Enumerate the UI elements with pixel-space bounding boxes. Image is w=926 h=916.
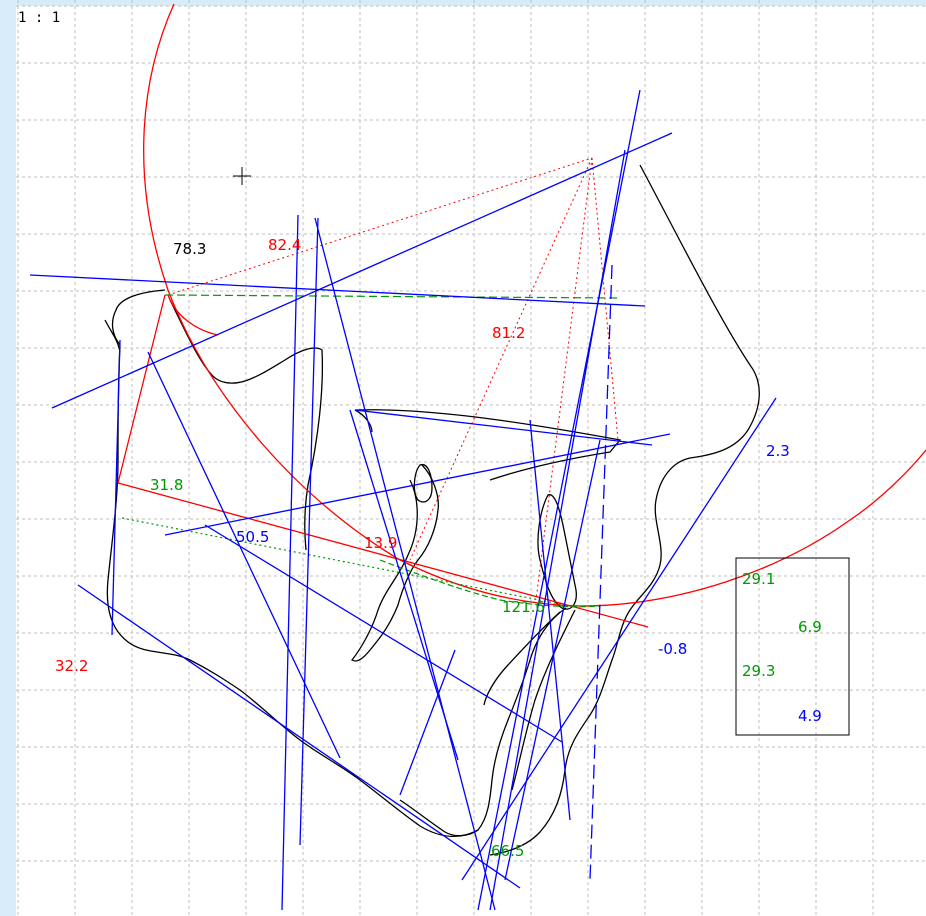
facial-profile-line (461, 397, 777, 881)
box-value-29-1: 29.1 (742, 570, 775, 588)
mandibular-plane-blue (77, 584, 521, 889)
incisor-axis-2 (399, 649, 456, 796)
facial-axis (314, 217, 496, 911)
palatal-outline (354, 409, 622, 481)
scale-label: 1 : 1 (18, 10, 60, 26)
box-value-29-3: 29.3 (742, 662, 775, 680)
angle-label-66-5: 66.5 (491, 842, 524, 860)
dotted-top-to-chin (535, 157, 593, 601)
top-panel-edge (0, 0, 926, 6)
blue-reference-lines (29, 89, 777, 911)
angle-label-minus-0-8: -0.8 (658, 640, 687, 658)
sn-to-point (117, 294, 166, 484)
mandibular-plane-red (117, 482, 649, 628)
incisor-axis-blue (349, 409, 459, 761)
vertical-n-line (111, 339, 121, 636)
vertical-dashed-blue (589, 264, 613, 881)
lower-incisor-axis (529, 419, 571, 821)
angle-label-78-3: 78.3 (173, 240, 206, 258)
left-panel-edge (0, 0, 16, 916)
y-axis-line (477, 89, 641, 911)
crosshair-cursor-icon (233, 167, 251, 185)
diagonal-s-to-gnathion (147, 351, 341, 759)
facial-arc (143, 3, 926, 607)
angle-label-2-3: 2.3 (766, 442, 790, 460)
incisor-upper-outline (413, 463, 433, 503)
angle-label-32-2: 32.2 (55, 657, 88, 675)
box-value-6-9: 6.9 (798, 618, 822, 636)
mandible-lower-outline (399, 799, 479, 837)
angle-label-31-8: 31.8 (150, 476, 183, 494)
angle-label-82-4: 82.4 (268, 236, 301, 254)
values-box (735, 557, 850, 736)
dotted-s-to-top (167, 157, 593, 296)
angle-label-121-6: 121.6 (502, 598, 545, 616)
dotted-top-to-point (591, 157, 619, 441)
chin-outline (483, 609, 576, 791)
angle-label-81-2: 81.2 (492, 324, 525, 342)
sn-blue-line (51, 132, 673, 409)
vertical-b-line (299, 217, 319, 846)
red-construction (117, 3, 926, 628)
ramus-line-blue (204, 524, 563, 743)
angle-label-13-9: 13.9 (364, 534, 397, 552)
vertical-a-line (281, 214, 299, 911)
soft-tissue-profile (489, 164, 760, 856)
chin-tangent (504, 439, 601, 881)
occlusal-blue-line (164, 433, 671, 536)
dotted-top-to-incisor (409, 157, 593, 561)
frankfort-plane (29, 274, 646, 307)
e-line (489, 149, 626, 911)
cranial-base-outline (106, 289, 567, 838)
green-construction (121, 294, 619, 609)
background-grid (16, 0, 926, 916)
occlusal-green-dotted (121, 517, 581, 609)
angle-label-50-5: 50.5 (236, 528, 269, 546)
sella-arc (167, 294, 219, 336)
incisor-lower-outline (351, 464, 439, 662)
palatal-plane-blue (354, 409, 653, 446)
sn-green-dashed (164, 294, 619, 299)
occlusal-green-curve (379, 559, 601, 608)
box-value-4-9: 4.9 (798, 707, 822, 725)
